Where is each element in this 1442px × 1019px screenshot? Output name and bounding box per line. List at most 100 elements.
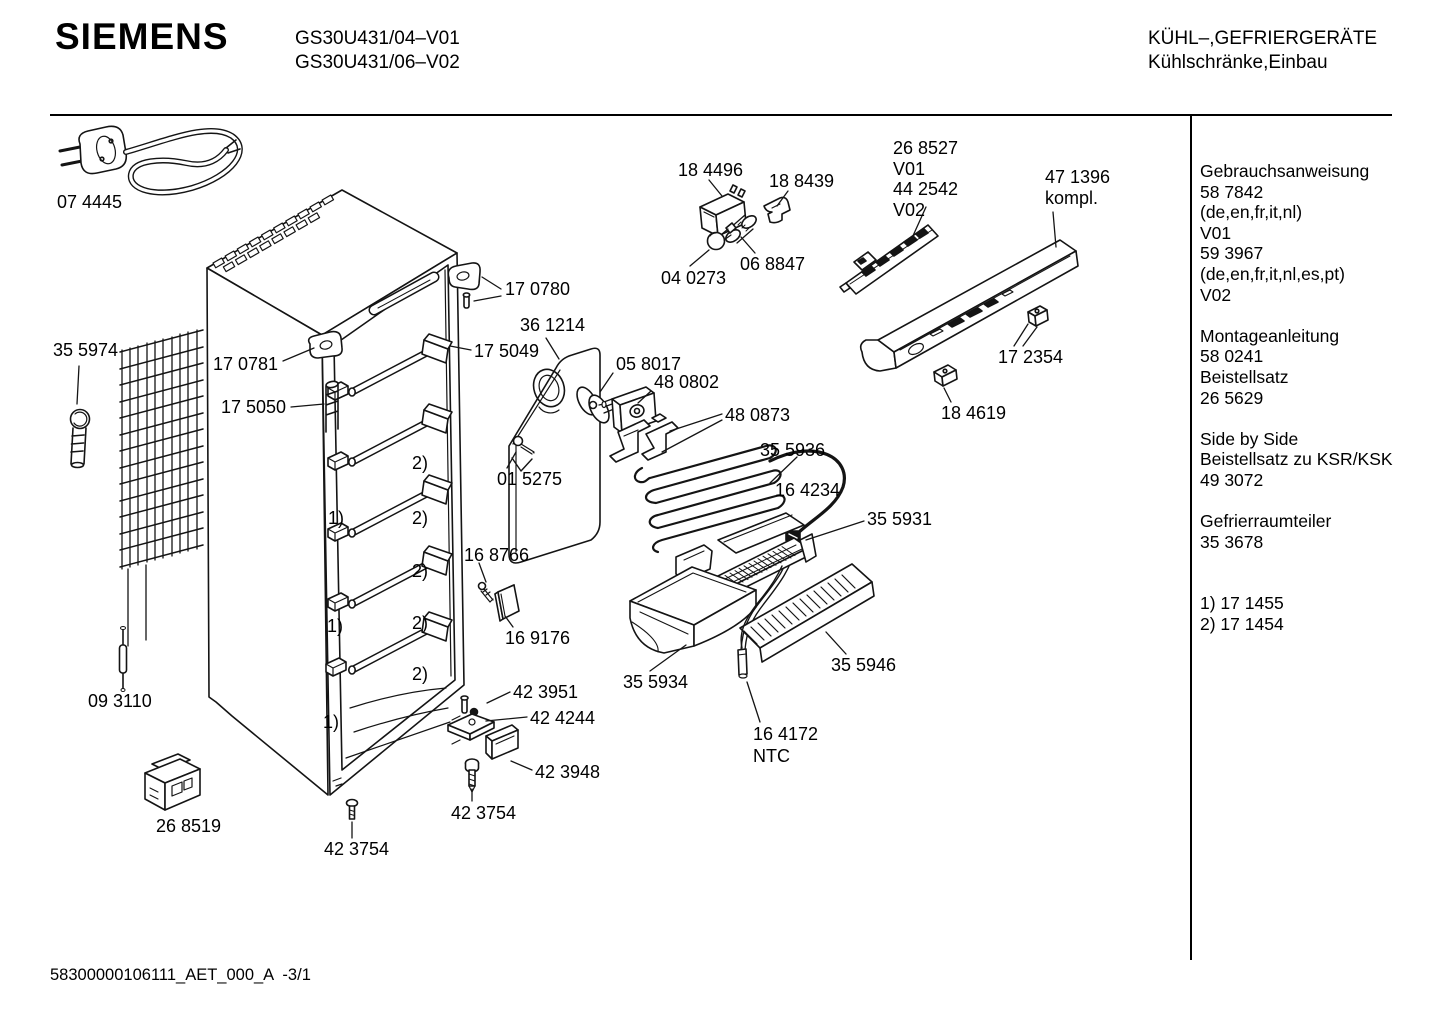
part-label: 48 0802	[654, 372, 720, 392]
part-label: 42 3951	[513, 682, 579, 702]
part-label: 04 0273	[661, 268, 727, 288]
part-label: 35 5931	[867, 509, 933, 529]
part-label: 18 4619	[941, 403, 1007, 423]
clip-184619	[933, 364, 958, 387]
header-divider	[50, 114, 1392, 116]
model-numbers: GS30U431/04–V01 GS30U431/06–V02	[295, 27, 460, 75]
part-label: 1)	[327, 616, 344, 636]
reference-panel-line: 49 3072	[1200, 469, 1264, 490]
defrost-tray	[629, 566, 757, 654]
document-reference: 58300000106111_AET_000_A -3/1	[50, 966, 311, 984]
clip-172354	[1027, 305, 1049, 327]
brand-logo: SIEMENS	[55, 16, 229, 57]
part-label: 16 4234	[775, 480, 841, 500]
reference-panel-line: 26 5629	[1200, 387, 1264, 408]
condenser-grid	[119, 329, 204, 647]
reference-panel-line: Gefrierraumteiler	[1200, 511, 1332, 532]
reference-panel-line: 59 3967	[1200, 243, 1264, 264]
reference-panel-line: V01	[1200, 222, 1232, 243]
part-label: 35 5974	[53, 340, 119, 360]
part-label: 17 2354	[998, 347, 1064, 367]
part-label: 1)	[323, 712, 340, 732]
part-label: 01 5275	[497, 469, 563, 489]
screw-015275	[511, 435, 535, 472]
part-label: 42 3948	[535, 762, 601, 782]
bottom-hinge-parts	[447, 695, 519, 793]
part-label: 2)	[412, 664, 429, 684]
reference-panel-line: Montageanleitung	[1200, 325, 1340, 346]
reference-panel-line: 1) 17 1455	[1200, 593, 1284, 614]
part-label: 35 5936	[760, 440, 826, 460]
part-label: 18 8439	[769, 171, 835, 191]
reference-panel-line: Side by Side	[1200, 428, 1299, 449]
part-label: 16 8766	[464, 545, 530, 565]
part-label: NTC	[753, 746, 790, 766]
model-line-1: GS30U431/04–V01	[295, 28, 460, 49]
part-label: 42 3754	[451, 803, 517, 823]
evaporator-coil	[633, 444, 786, 554]
cabinet-body	[206, 189, 481, 796]
screw-423754-left	[345, 798, 359, 820]
compressor-mount	[144, 753, 201, 811]
part-label: 42 3754	[324, 839, 390, 859]
part-label: 48 0873	[725, 405, 791, 425]
category-line-2: Kühlschränke,Einbau	[1148, 52, 1328, 73]
part-label: 35 5946	[831, 655, 897, 675]
part-label: 16 4172	[753, 724, 819, 744]
front-grille	[739, 563, 875, 663]
part-label: 17 5050	[221, 397, 287, 417]
part-label: 17 0781	[213, 354, 279, 374]
leader-lines	[76, 179, 1057, 839]
part-label: 16 9176	[505, 628, 571, 648]
reference-panel-line: 35 3678	[1200, 531, 1264, 552]
reference-panel-line: 2) 17 1454	[1200, 614, 1284, 635]
part-label: 2)	[412, 453, 429, 473]
control-panel	[859, 239, 1079, 372]
ntc-sensor	[737, 565, 783, 679]
part-label: 1)	[328, 508, 345, 528]
part-label: 26 8519	[156, 816, 222, 836]
part-label: 17 0780	[505, 279, 571, 299]
part-label: V02	[893, 200, 926, 220]
category-line-1: KÜHL–,GEFRIERGERÄTE	[1148, 28, 1378, 49]
cover-169176	[494, 584, 520, 622]
part-label: 35 5934	[623, 672, 689, 692]
reference-panel-line: Beistellsatz	[1200, 366, 1289, 387]
part-label: kompl.	[1045, 188, 1099, 208]
part-label: 07 4445	[57, 192, 123, 212]
part-label: 42 4244	[530, 708, 596, 728]
part-label: 05 8017	[616, 354, 682, 374]
reference-panel-line: 58 7842	[1200, 181, 1264, 202]
part-label: 36 1214	[520, 315, 586, 335]
lamp-socket	[725, 214, 757, 244]
part-label: 2)	[412, 508, 429, 528]
lamp-bracket	[609, 413, 679, 463]
reference-panel-line: 58 0241	[1200, 346, 1264, 367]
model-line-2: GS30U431/06–V02	[295, 52, 460, 73]
tube-part-355974	[69, 408, 91, 469]
part-label: 47 1396	[1045, 167, 1111, 187]
part-label: 26 8527	[893, 138, 959, 158]
reference-panel-line: Beistellsatz zu KSR/KSK	[1200, 449, 1393, 470]
side-panel-divider	[1190, 115, 1192, 960]
spacer-pin-093110	[118, 626, 128, 692]
part-label: V01	[893, 159, 926, 179]
category-title: KÜHL–,GEFRIERGERÄTE Kühlschränke,Einbau	[1148, 27, 1377, 75]
reference-panel-line: V02	[1200, 284, 1232, 305]
part-label: 06 8847	[740, 254, 806, 274]
reference-panel-line: (de,en,fr,it,nl,es,pt)	[1200, 263, 1345, 284]
reference-panel-line: Gebrauchsanweisung	[1200, 161, 1370, 181]
screw-168766	[477, 581, 494, 603]
part-label: 2)	[412, 613, 429, 633]
control-pcb	[839, 224, 939, 295]
part-label: 09 3110	[88, 691, 152, 711]
reference-panel-line: (de,en,fr,it,nl)	[1200, 202, 1303, 223]
lamp-bulb	[706, 222, 737, 251]
part-label: 2)	[412, 561, 429, 581]
power-cord	[58, 125, 243, 196]
part-label: 17 5049	[474, 341, 540, 361]
